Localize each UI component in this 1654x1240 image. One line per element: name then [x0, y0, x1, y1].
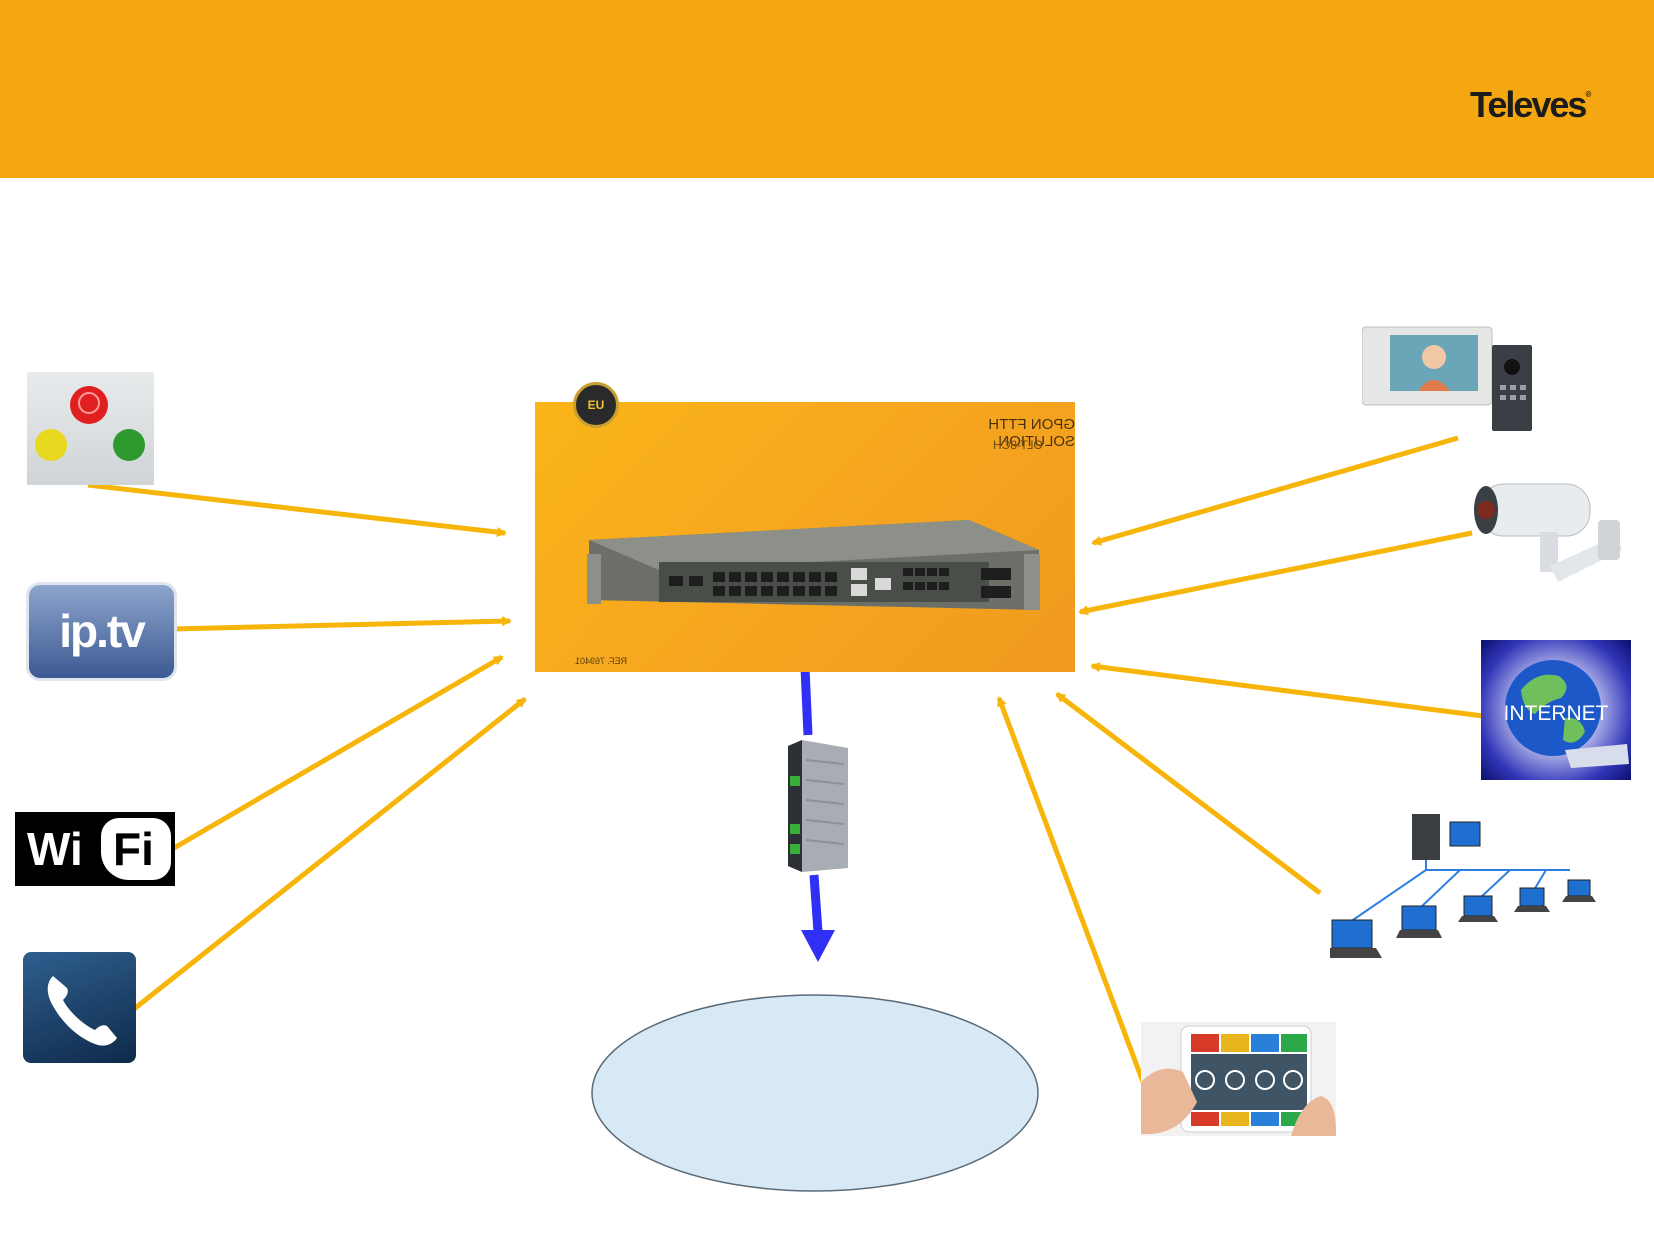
wifi-text-wi: Wi — [27, 823, 83, 875]
fiber-splitter-icon — [780, 740, 848, 872]
iptv-text: ip.tv — [59, 605, 146, 657]
arrow-camera-to-olt — [1078, 530, 1473, 616]
network-ellipse — [591, 994, 1039, 1192]
alarm-buttons-icon — [27, 372, 154, 485]
video-intercom-icon — [1361, 325, 1548, 433]
olt-product-image: EU GPON FTTH SOLUTION OLT-8CH REF. 76940… — [535, 380, 1075, 672]
security-camera-icon — [1466, 470, 1622, 594]
arrow-tablet-to-olt — [996, 696, 1146, 1083]
olt-model: OLT-8CH — [993, 438, 1043, 452]
televes-logo: Televes® — [1470, 84, 1592, 125]
arrow-splitter-to-network — [809, 874, 823, 933]
made-in-eu-badge: EU — [573, 382, 619, 428]
arrow-olt-to-splitter — [800, 667, 813, 736]
arrow-phone-to-olt — [132, 697, 527, 1011]
arrow-head-down — [801, 930, 835, 962]
arrow-network-to-olt — [1055, 692, 1322, 895]
olt-rack-device — [587, 520, 1040, 610]
iptv-icon: ip.tv — [26, 582, 177, 681]
internet-globe-icon: INTERNET — [1481, 640, 1631, 780]
computer-network-icon — [1326, 812, 1602, 968]
arrow-wifi-to-olt — [172, 654, 504, 851]
arrow-intercom-to-olt — [1091, 435, 1459, 546]
olt-ref: REF. 769401 — [575, 656, 628, 666]
arrow-internet-to-olt — [1090, 662, 1484, 719]
arrow-iptv-to-olt — [171, 616, 512, 632]
phone-icon — [23, 952, 136, 1063]
header-banner — [0, 0, 1654, 178]
arrow-alarm-to-olt — [87, 482, 507, 538]
wifi-text-fi: Fi — [113, 823, 154, 875]
internet-label: INTERNET — [1503, 702, 1609, 725]
wifi-icon: Wi Fi — [15, 812, 175, 886]
tablet-control-icon — [1141, 1022, 1337, 1136]
